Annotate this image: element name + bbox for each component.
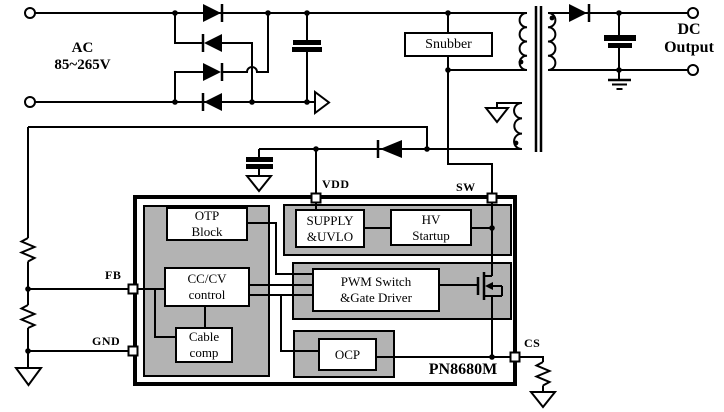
vdd-pin-label: VDD bbox=[322, 177, 350, 191]
primary-ground-arrow-icon bbox=[314, 90, 331, 115]
output-capacitor-icon bbox=[604, 13, 636, 70]
primary-polarity-dot bbox=[518, 59, 524, 65]
snubber-block: Snubber bbox=[404, 32, 493, 57]
cable-label-line2: comp bbox=[189, 345, 219, 360]
cs-network bbox=[519, 356, 558, 409]
output-diode-icon bbox=[569, 4, 591, 22]
secondary-winding bbox=[547, 11, 557, 72]
dc-label-line2: Output bbox=[664, 39, 714, 56]
dc-terminal-positive bbox=[687, 7, 699, 19]
cs-resistor bbox=[533, 361, 553, 387]
bridge-rectifier bbox=[174, 4, 269, 111]
fb-pin-label: FB bbox=[105, 268, 122, 282]
supply-uvlo-block: SUPPLY &UVLO bbox=[295, 209, 365, 248]
divider-ground-icon bbox=[14, 367, 43, 387]
dc-label-line1: DC bbox=[677, 21, 701, 38]
fb-divider-resistor-2 bbox=[18, 304, 38, 329]
cccv-label-line1: CC/CV bbox=[187, 271, 227, 287]
cs-pin-label: CS bbox=[524, 336, 541, 350]
vdd-wire bbox=[259, 148, 522, 193]
cs-ground-icon bbox=[528, 391, 558, 409]
hv-label-line1: HV bbox=[421, 211, 441, 227]
supply-label-line2: &UVLO bbox=[306, 228, 354, 244]
pwm-gate-driver-block: PWM Switch &Gate Driver bbox=[312, 268, 440, 312]
ac-terminal-live bbox=[24, 7, 36, 19]
ac-terminal-neutral bbox=[24, 96, 36, 108]
aux-ground-arrow-icon bbox=[483, 102, 522, 124]
cable-label-line1: Cable bbox=[188, 329, 220, 345]
aux-polarity-dot bbox=[513, 140, 519, 146]
fb-divider-resistor-1 bbox=[18, 237, 38, 263]
ocp-block: OCP bbox=[318, 338, 377, 371]
sw-pin-label: SW bbox=[456, 180, 476, 194]
dc-terminal-negative bbox=[687, 64, 699, 76]
dc-output-label: DC Output bbox=[655, 21, 723, 57]
transformer-core bbox=[534, 6, 543, 152]
ac-label-line2: 85~265V bbox=[54, 57, 111, 73]
ocp-label: OCP bbox=[334, 346, 361, 362]
vdd-diode-icon bbox=[376, 140, 402, 158]
transformer-icon bbox=[513, 6, 557, 152]
part-number-label: PN8680M bbox=[428, 361, 498, 378]
cccv-control-block: CC/CV control bbox=[164, 267, 250, 307]
pwm-label-line2: &Gate Driver bbox=[340, 290, 412, 305]
primary-winding bbox=[518, 11, 528, 72]
bridge-diode-2 bbox=[201, 34, 222, 52]
otp-label-line2: Block bbox=[191, 224, 223, 239]
ac-input-label: AC 85~265V bbox=[35, 40, 130, 74]
bridge-diode-3 bbox=[203, 63, 224, 81]
otp-block: OTP Block bbox=[166, 207, 248, 241]
cccv-label-line2: control bbox=[188, 287, 226, 302]
vdd-ground-icon bbox=[244, 175, 274, 193]
earth-ground-icon bbox=[608, 70, 631, 90]
bridge-diode-1 bbox=[203, 4, 224, 22]
gnd-pin-label: GND bbox=[92, 334, 121, 348]
cable-comp-block: Cable comp bbox=[175, 327, 233, 363]
bridge-diode-4 bbox=[201, 93, 222, 111]
hv-startup-block: HV Startup bbox=[390, 209, 472, 246]
hv-label-line2: Startup bbox=[412, 227, 450, 243]
pwm-label-line1: PWM Switch bbox=[340, 274, 412, 290]
otp-label-line1: OTP bbox=[194, 208, 220, 224]
supply-label-line1: SUPPLY bbox=[306, 212, 354, 228]
ac-label-line1: AC bbox=[71, 40, 94, 56]
vdd-capacitor-icon bbox=[246, 149, 273, 176]
secondary-polarity-dot bbox=[549, 15, 555, 21]
bulk-capacitor-icon bbox=[292, 13, 322, 102]
snubber-label: Snubber bbox=[425, 36, 472, 52]
aux-winding bbox=[513, 101, 523, 151]
